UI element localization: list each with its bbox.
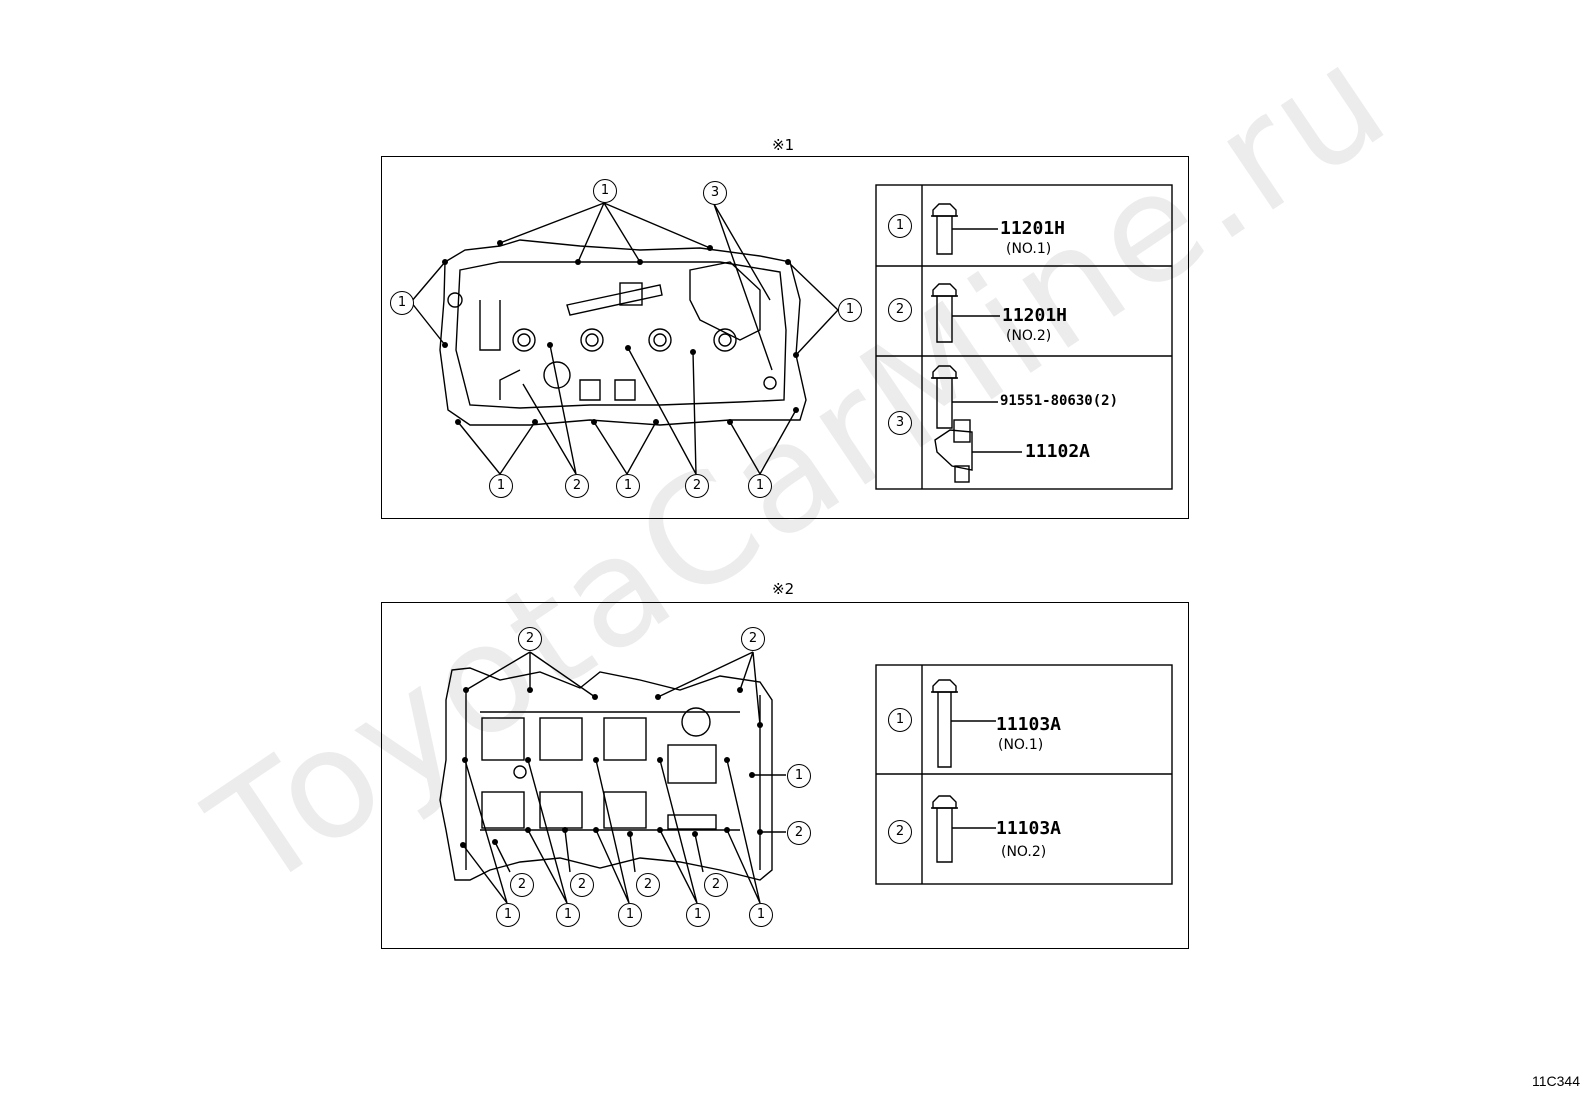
part-number[interactable]: 11201H: [1000, 218, 1066, 239]
panel-1-frame: [381, 156, 1189, 519]
part-note: (NO.1): [998, 737, 1044, 753]
part-note: (NO.2): [1006, 328, 1052, 344]
callout-2: 2: [685, 474, 709, 498]
panel-1-marker: ※1: [772, 136, 795, 154]
panel-2-frame: [381, 602, 1189, 949]
callout-1: 1: [686, 903, 710, 927]
callout-1: 1: [749, 903, 773, 927]
part-note: (NO.2): [1001, 844, 1047, 860]
callout-1: 1: [556, 903, 580, 927]
part-number-sensor[interactable]: 11102A: [1025, 441, 1091, 462]
callout-3: 3: [703, 181, 727, 205]
callout-2: 2: [787, 821, 811, 845]
callout-2: 2: [570, 873, 594, 897]
callout-1: 1: [618, 903, 642, 927]
table-row-num: 2: [888, 298, 912, 322]
callout-1: 1: [838, 298, 862, 322]
part-number[interactable]: 11103A: [996, 818, 1062, 839]
panel-2-marker: ※2: [772, 580, 795, 598]
part-number[interactable]: 11103A: [996, 714, 1062, 735]
callout-1: 1: [390, 291, 414, 315]
callout-1: 1: [748, 474, 772, 498]
figure-id: 11C344: [1531, 1073, 1580, 1089]
part-number[interactable]: 11201H: [1002, 305, 1068, 326]
callout-1: 1: [496, 903, 520, 927]
callout-2: 2: [704, 873, 728, 897]
table-row-num: 1: [888, 214, 912, 238]
table-row-num: 2: [888, 820, 912, 844]
callout-2: 2: [741, 627, 765, 651]
callout-1: 1: [593, 179, 617, 203]
callout-2: 2: [636, 873, 660, 897]
part-note: (NO.1): [1006, 241, 1052, 257]
table-row-num: 3: [888, 411, 912, 435]
callout-2: 2: [518, 627, 542, 651]
table-row-num: 1: [888, 708, 912, 732]
callout-1: 1: [787, 764, 811, 788]
callout-2: 2: [565, 474, 589, 498]
callout-2: 2: [510, 873, 534, 897]
callout-1: 1: [489, 474, 513, 498]
callout-1: 1: [616, 474, 640, 498]
part-number[interactable]: 91551-80630(2): [1000, 393, 1119, 409]
